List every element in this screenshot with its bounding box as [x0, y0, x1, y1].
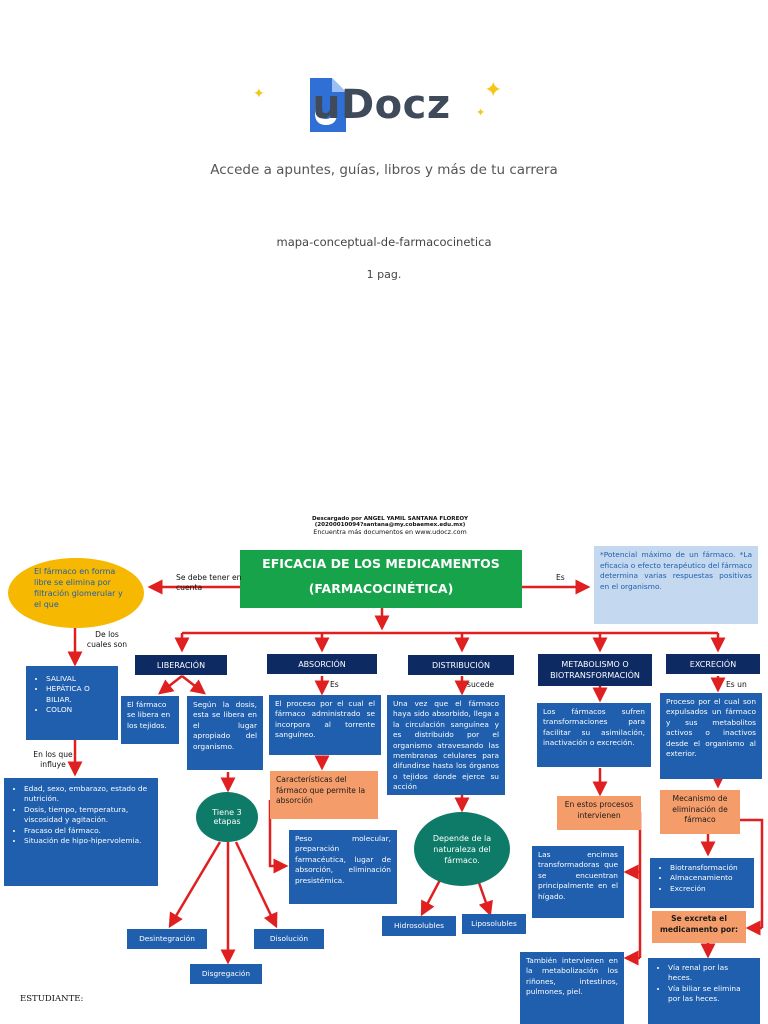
- download-note-line3: Encuentra más documentos en www.udocz.co…: [313, 527, 467, 536]
- depende-naturaleza: Depende de la naturaleza del fármaco.: [414, 812, 510, 886]
- left-bubble: El fármaco en forma libre se elimina por…: [8, 558, 144, 628]
- excrecion-box: Proceso por el cual son expulsados un fá…: [660, 693, 762, 779]
- absorcion-box-2: Peso molecular, preparación farmacéutica…: [289, 830, 397, 904]
- excrecion-mecanismo: Mecanismo de eliminación de fármaco: [660, 790, 740, 834]
- distribucion-text: Una vez que el fármaco haya sido absorbi…: [393, 699, 499, 792]
- etapa-disolucion: Disolución: [254, 929, 324, 949]
- sparkle-icon-right-small: ✦: [476, 106, 486, 119]
- udocz-logo-icon: [310, 78, 346, 132]
- metabolismo-intervienen: En estos procesos intervienen: [557, 796, 641, 830]
- stage-excrecion: EXCRECIÓN: [666, 654, 760, 674]
- stage-liberacion: LIBERACIÓN: [135, 655, 227, 675]
- influence-item: Edad, sexo, embarazo, estado de nutrició…: [24, 784, 152, 805]
- map-title: EFICACIA DE LOS MEDICAMENTOS (FARMACOCIN…: [240, 550, 522, 608]
- elimination-routes-box: SALIVAL HEPÁTICA O BILIAR. COLON: [26, 666, 118, 740]
- excrecion-list-box: Biotransformación Almacenamiento Excreci…: [650, 858, 754, 908]
- distribucion-sucede-label: sucede: [467, 680, 495, 689]
- link-label-right: Es: [556, 573, 565, 582]
- excreta-item: Vía biliar se elimina por las heces.: [668, 984, 754, 1005]
- download-note-line2: (20200010094?santana@my.cobaemex.edu.mx): [314, 522, 466, 529]
- map-title-line1: EFICACIA DE LOS MEDICAMENTOS: [262, 556, 500, 571]
- metabolismo-text-2: Las encimas transformadoras que se encue…: [538, 850, 618, 901]
- mecanismo-item: Almacenamiento: [670, 873, 748, 883]
- tagline: Accede a apuntes, guías, libros y más de…: [210, 162, 558, 178]
- map-title-line2: (FARMACOCINÉTICA): [308, 581, 454, 596]
- etapa-desintegracion: Desintegración: [127, 929, 207, 949]
- excrecion-mecanismo-text: Mecanismo de eliminación de fármaco: [672, 794, 728, 824]
- excrecion-list-box-2: Vía renal por las heces. Vía biliar se e…: [648, 958, 760, 1024]
- page-count: 1 pag.: [366, 268, 402, 281]
- metabolismo-text: Los fármacos sufren transformaciones par…: [543, 707, 645, 748]
- brand-name: uDocz: [312, 82, 451, 128]
- route-item: SALIVAL: [46, 674, 112, 684]
- absorcion-caracteristicas-text: Características del fármaco que permite …: [276, 775, 366, 805]
- download-note: Descargado por ANGEL YAMIL SANTANA FLORE…: [250, 516, 530, 535]
- download-note-line1: Descargado por ANGEL YAMIL SANTANA FLORE…: [311, 516, 469, 522]
- left-bubble-text: El fármaco en forma libre se elimina por…: [34, 567, 123, 609]
- excreta-item: Vía renal por las heces.: [668, 963, 754, 984]
- metabolismo-box-3: También intervienen en la metabolización…: [520, 952, 624, 1024]
- excrecion-text: Proceso por el cual son expulsados un fá…: [666, 697, 756, 759]
- metabolismo-box: Los fármacos sufren transformaciones par…: [537, 703, 651, 767]
- metabolismo-intervienen-text: En estos procesos intervienen: [564, 800, 634, 820]
- liberacion-text-1: El fármaco se libera en los tejidos.: [127, 700, 171, 730]
- route-item: HEPÁTICA O BILIAR.: [46, 684, 112, 705]
- absorcion-box: El proceso por el cual el fármaco admini…: [269, 695, 381, 755]
- influence-item: Fracaso del fármaco.: [24, 826, 152, 836]
- distribucion-box: Una vez que el fármaco haya sido absorbi…: [387, 695, 505, 795]
- metabolismo-box-2: Las encimas transformadoras que se encue…: [532, 846, 624, 918]
- absorcion-text-2: Peso molecular, preparación farmacéutica…: [295, 834, 391, 885]
- liberacion-box-1: El fármaco se libera en los tejidos.: [121, 696, 179, 744]
- liberacion-text-2: Según la dosis, esta se libera en el lug…: [193, 700, 257, 751]
- excrecion-se-excreta-text: Se excreta el medicamento por:: [659, 914, 739, 934]
- mecanismo-item: Excreción: [670, 884, 748, 894]
- absorcion-es-label: Es: [330, 680, 339, 689]
- sparkle-icon-left: ✦: [253, 86, 265, 102]
- excrecion-se-excreta: Se excreta el medicamento por:: [652, 911, 746, 943]
- hidrosolubles-box: Hidrosolubles: [382, 916, 456, 936]
- influence-factors-box: Edad, sexo, embarazo, estado de nutrició…: [4, 778, 158, 886]
- document-name: mapa-conceptual-de-farmacocinetica: [276, 235, 492, 249]
- tiene-3-text: Tiene 3 etapas: [212, 808, 242, 826]
- etapa-disgregacion: Disgregación: [190, 964, 262, 984]
- liberacion-box-2: Según la dosis, esta se libera en el lug…: [187, 696, 263, 770]
- stage-distribucion: DISTRIBUCIÓN: [408, 655, 514, 675]
- udocz-logo[interactable]: ✦ uDocz ✦ ✦: [250, 68, 520, 140]
- sparkle-icon-right-large: ✦: [484, 78, 503, 103]
- liposolubles-box: Liposolubles: [462, 914, 526, 934]
- influence-item: Dosis, tiempo, temperatura, viscosidad y…: [24, 805, 152, 826]
- right-definition-box: *Potencial máximo de un fármaco. *La efi…: [594, 546, 758, 624]
- link-label-left: Se debe tener en cuenta: [176, 573, 242, 592]
- excrecion-es-un-label: Es un: [726, 680, 747, 689]
- tiene-3-etapas: Tiene 3 etapas: [196, 792, 258, 842]
- metabolismo-text-3: También intervienen en la metabolización…: [526, 956, 618, 997]
- absorcion-text: El proceso por el cual el fármaco admini…: [275, 699, 375, 740]
- right-definition-text: *Potencial máximo de un fármaco. *La efi…: [600, 550, 753, 591]
- absorcion-caracteristicas: Características del fármaco que permite …: [270, 771, 378, 819]
- route-item: COLON: [46, 705, 112, 715]
- estudiante-label: ESTUDIANTE:: [20, 994, 84, 1004]
- influence-item: Situación de hipo-hipervolemia.: [24, 836, 152, 846]
- stage-metabolismo: METABOLISMO O BIOTRANSFORMACIÓN: [538, 654, 652, 686]
- de-los-cuales-label: De los cuales son: [86, 630, 128, 649]
- en-los-que-label: En los que influye: [33, 750, 73, 769]
- stage-absorcion: ABSORCIÓN: [267, 654, 377, 674]
- mecanismo-item: Biotransformación: [670, 863, 748, 873]
- depende-text: Depende de la naturaleza del fármaco.: [432, 833, 492, 865]
